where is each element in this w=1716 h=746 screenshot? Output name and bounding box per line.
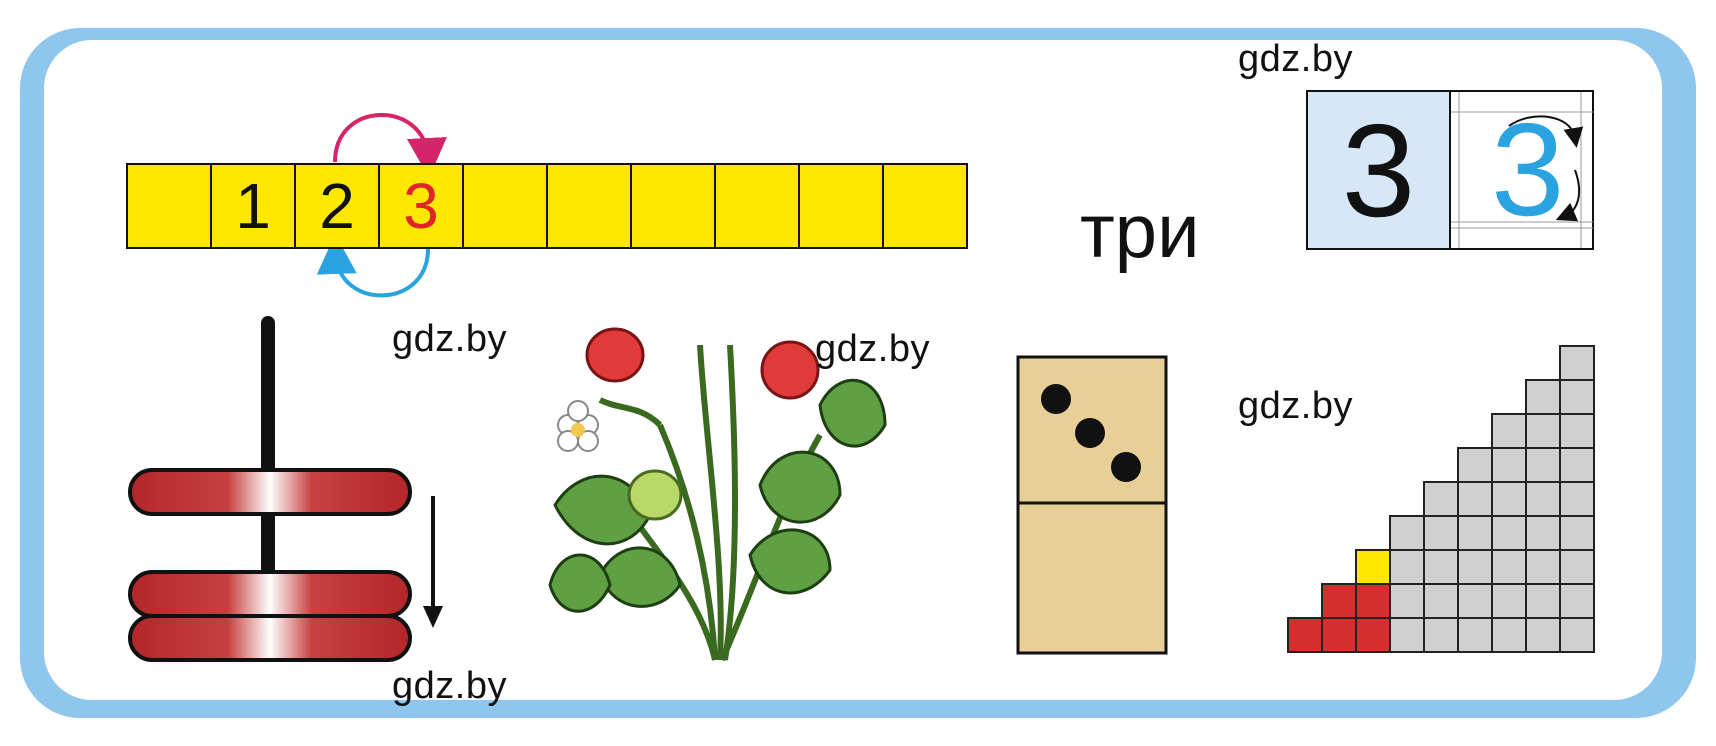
guide-lines-icon: [1451, 92, 1593, 248]
number-cell: [548, 165, 632, 247]
stair-cell: [1457, 549, 1493, 585]
stair-cell: [1559, 413, 1595, 449]
stair-cell: [1525, 583, 1561, 619]
number-line: 1 2 3: [126, 163, 968, 249]
stair-cell: [1389, 617, 1425, 653]
stair-cell: [1559, 515, 1595, 551]
stair-cell: [1321, 583, 1357, 619]
stair-cell: [1457, 447, 1493, 483]
stair-cell: [1525, 379, 1561, 415]
strawberry-plant-icon: [548, 327, 887, 662]
stair-cell: [1423, 515, 1459, 551]
forward-arrow: [333, 113, 447, 178]
number-cell: [800, 165, 884, 247]
stair-cell: [1559, 379, 1595, 415]
number-cell: [464, 165, 548, 247]
stair-cell: [1559, 549, 1595, 585]
stair-cell: [1491, 413, 1527, 449]
stair-cell: [1525, 617, 1561, 653]
stair-cell: [1491, 481, 1527, 517]
stair-cell: [1457, 583, 1493, 619]
stair-cell: [1525, 413, 1561, 449]
watermark: gdz.by: [1238, 385, 1353, 427]
stair-cell: [1457, 617, 1493, 653]
printed-digit: 3: [1308, 92, 1451, 248]
stair-cell: [1321, 617, 1357, 653]
stair-cell: [1491, 617, 1527, 653]
watermark: gdz.by: [1238, 38, 1353, 80]
stair-cell: [1423, 583, 1459, 619]
digit-card: 3 3: [1306, 90, 1594, 250]
stair-cell: [1491, 583, 1527, 619]
staircase-grid-icon: [1287, 345, 1595, 653]
stair-cell: [1423, 617, 1459, 653]
stair-cell: [1559, 617, 1595, 653]
number-cell-highlighted: 3: [380, 165, 464, 247]
stair-cell: [1525, 447, 1561, 483]
stair-cell: [1423, 481, 1459, 517]
number-cell: 1: [212, 165, 296, 247]
stair-cell: [1559, 345, 1595, 381]
stair-cell: [1491, 515, 1527, 551]
stair-cell: [1389, 549, 1425, 585]
stair-cell: [1287, 617, 1323, 653]
written-digit: 3: [1491, 96, 1565, 243]
stair-cell: [1389, 515, 1425, 551]
domino-icon: [1016, 355, 1168, 655]
watermark: gdz.by: [392, 318, 507, 360]
stair-cell: [1355, 617, 1391, 653]
watermark: gdz.by: [815, 328, 930, 370]
writing-guide: 3: [1451, 92, 1593, 248]
stair-cell: [1525, 549, 1561, 585]
stair-cell: [1491, 549, 1527, 585]
stair-cell: [1525, 481, 1561, 517]
stair-cell: [1559, 583, 1595, 619]
stair-cell: [1525, 515, 1561, 551]
rings-on-rod-icon: [128, 316, 443, 662]
stair-cell: [1389, 583, 1425, 619]
stair-cell: [1457, 515, 1493, 551]
backward-arrow: [316, 234, 430, 298]
number-word: три: [1080, 189, 1200, 274]
stair-cell: [1457, 481, 1493, 517]
stair-cell: [1559, 447, 1595, 483]
number-cell: 2: [296, 165, 380, 247]
number-cell: [716, 165, 800, 247]
stair-cell: [1559, 481, 1595, 517]
stair-cell: [1423, 549, 1459, 585]
number-cell: [632, 165, 716, 247]
stair-cell: [1491, 447, 1527, 483]
number-cell: [884, 165, 966, 247]
stair-cell: [1355, 549, 1391, 585]
watermark: gdz.by: [392, 665, 507, 707]
number-cell: [128, 165, 212, 247]
stair-cell: [1355, 583, 1391, 619]
